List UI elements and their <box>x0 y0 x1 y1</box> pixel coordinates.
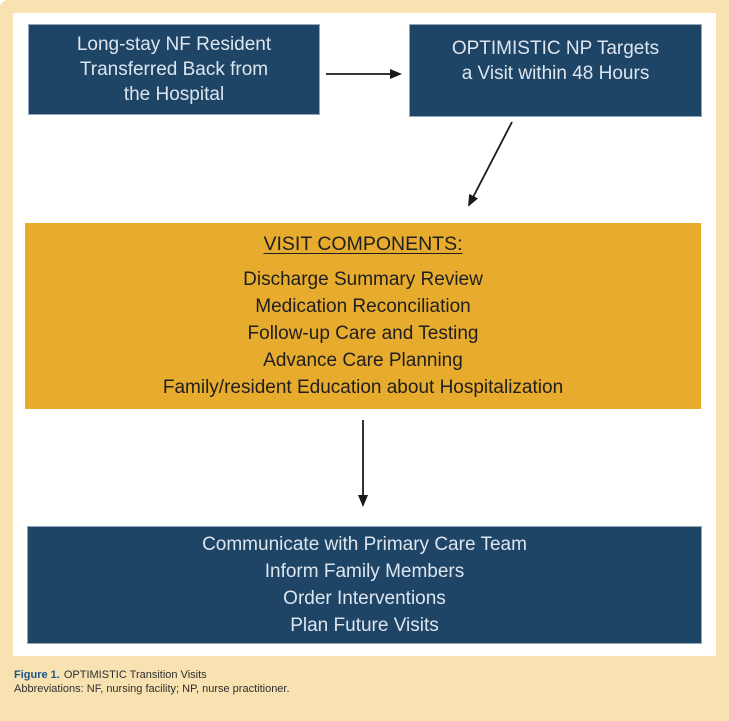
visit-component-item: Medication Reconciliation <box>255 295 471 317</box>
visit-components-title: VISIT COMPONENTS: <box>263 232 463 255</box>
figure-caption: Figure 1.OPTIMISTIC Transition Visits Ab… <box>14 668 714 696</box>
visit-component-item: Family/resident Education about Hospital… <box>162 376 564 398</box>
node-resident-transfer-line: Transferred Back from <box>79 59 269 80</box>
node-resident-transfer-line: the Hospital <box>123 84 225 105</box>
visit-component-item: Advance Care Planning <box>263 349 463 371</box>
visit-component-item: Follow-up Care and Testing <box>247 322 479 344</box>
node-resident-transfer-line: Long-stay NF Resident <box>76 34 272 55</box>
followup-action-item: Plan Future Visits <box>290 615 439 636</box>
figure-caption-label: Figure 1. <box>14 669 60 681</box>
node-resident-transfer: Long-stay NF Resident Transferred Back f… <box>28 24 320 115</box>
figure-caption-line: Figure 1.OPTIMISTIC Transition Visits <box>14 668 714 682</box>
flowchart-panel: Long-stay NF Resident Transferred Back f… <box>13 13 716 656</box>
followup-action-item: Order Interventions <box>283 588 446 609</box>
node-np-targets-line: OPTIMISTIC NP Targets <box>451 38 660 59</box>
figure-caption-abbreviations: Abbreviations: NF, nursing facility; NP,… <box>14 683 290 695</box>
figure-caption-title: OPTIMISTIC Transition Visits <box>63 669 207 681</box>
visit-component-item: Discharge Summary Review <box>243 268 483 290</box>
node-followup-actions: Communicate with Primary Care Team Infor… <box>27 526 702 644</box>
arrow-np-to-components <box>468 121 513 207</box>
followup-action-item: Communicate with Primary Care Team <box>202 534 527 555</box>
followup-action-item: Inform Family Members <box>264 561 465 582</box>
node-visit-components: VISIT COMPONENTS: Discharge Summary Revi… <box>25 223 701 409</box>
node-np-targets: OPTIMISTIC NP Targets a Visit within 48 … <box>409 24 702 117</box>
node-np-targets-line: a Visit within 48 Hours <box>461 63 650 84</box>
